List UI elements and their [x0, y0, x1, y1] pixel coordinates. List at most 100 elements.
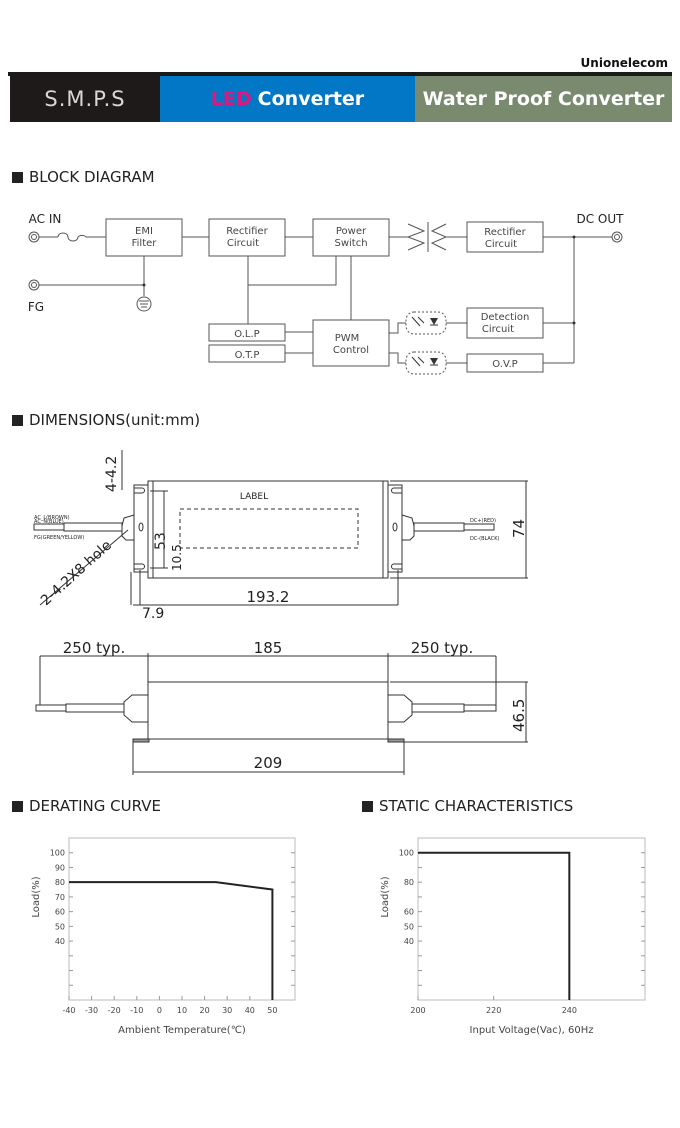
dim-hole-span: 193.2 [247, 588, 290, 606]
x-tick-label: -30 [85, 1006, 98, 1015]
y-tick-label: 40 [55, 937, 65, 946]
tab-water-proof[interactable]: Water Proof Converter [415, 76, 672, 122]
x-tick-label: 40 [245, 1006, 255, 1015]
x-tick-label: 30 [222, 1006, 232, 1015]
tab-smps[interactable]: S.M.P.S [10, 76, 160, 122]
bullet-square-icon [12, 414, 23, 426]
ac-in-terminal-icon [28, 231, 40, 243]
bullet-square-icon [12, 171, 23, 183]
fg-label: FG [28, 300, 44, 314]
brand-name: Unionelecom [580, 56, 668, 70]
dim-inner-height: 53 [153, 532, 169, 550]
y-tick-label: 80 [55, 878, 65, 887]
dim-cable-left: 250 typ. [63, 639, 125, 657]
derating-title-text: DERATING CURVE [29, 797, 161, 815]
plot-frame [417, 837, 646, 1001]
dim-hole: 4-4.2 [104, 456, 120, 492]
detect-label-1: Detection [481, 312, 530, 323]
emi-label-2: Filter [132, 238, 158, 249]
block-diagram-title: BLOCK DIAGRAM [12, 168, 155, 186]
fuse-icon [57, 232, 87, 242]
fg-terminal-icon [28, 279, 40, 291]
derating-title: DERATING CURVE [12, 797, 161, 815]
input-cable [63, 522, 123, 532]
dim-side-height: 46.5 [510, 699, 528, 732]
dimensions-drawing: LABEL AC_L(BROWN) AC_N(BLUE) FG(GREEN/YE… [33, 450, 528, 775]
y-axis-label: Load(%) [380, 876, 391, 917]
x-tick-label: 200 [410, 1006, 425, 1015]
y-axis-label: Load(%) [31, 876, 42, 917]
pwm-control-block [312, 319, 390, 367]
block-diagram: AC IN FG DC OUT EMI Filter Rectifier Cir… [28, 212, 625, 375]
dim-slot: 2-4.2X8 hole [38, 537, 115, 609]
rect1-label-1: Rectifier [226, 226, 268, 237]
power-label-2: Switch [334, 238, 367, 249]
x-tick-label: -40 [62, 1006, 75, 1015]
tab-smps-label: S.M.P.S [44, 87, 126, 111]
y-tick-label: 100 [50, 849, 65, 858]
y-tick-label: 60 [55, 908, 65, 917]
series-line [418, 851, 571, 1000]
block-diagram-title-text: BLOCK DIAGRAM [29, 168, 155, 186]
dim-offset: 10.5 [170, 544, 184, 571]
optocoupler-2-icon [405, 351, 447, 375]
x-tick-label: 50 [267, 1006, 277, 1015]
dim-cable-right: 250 typ. [411, 639, 473, 657]
dimensions-title: DIMENSIONS(unit:mm) [12, 411, 200, 429]
dim-total-length: 209 [254, 754, 283, 772]
wire-ac-l: AC_L(BROWN) [34, 515, 70, 521]
x-axis-label: Ambient Temperature(℃) [118, 1025, 246, 1036]
x-axis-label: Input Voltage(Vac), 60Hz [470, 1025, 594, 1036]
dim-body-length: 185 [254, 639, 283, 657]
pwm-label-2: Control [333, 345, 369, 356]
rect2-label-2: Circuit [485, 239, 517, 250]
pwm-label-1: PWM [335, 333, 360, 344]
y-tick-label: 90 [55, 863, 65, 872]
rect1-label-2: Circuit [227, 238, 259, 249]
label-area [179, 508, 359, 549]
detect-label-2: Circuit [482, 324, 514, 335]
x-tick-label: 10 [177, 1006, 187, 1015]
x-tick-label: 20 [200, 1006, 210, 1015]
y-tick-label: 40 [404, 937, 414, 946]
tab-led-label: Converter [257, 88, 365, 110]
x-tick-label: -20 [108, 1006, 121, 1015]
top-view-body [147, 480, 389, 579]
wire-fg: FG(GREEN/YELLOW) [34, 535, 84, 541]
tab-wp-label: Water Proof Converter [422, 88, 665, 110]
emi-label-1: EMI [135, 226, 153, 237]
dc-out-terminal-icon [611, 231, 623, 243]
dc-out-label: DC OUT [577, 212, 625, 226]
transformer-icon [406, 223, 426, 251]
y-tick-label: 50 [55, 922, 65, 931]
dim-height: 74 [510, 519, 528, 538]
dimensions-title-text: DIMENSIONS(unit:mm) [29, 411, 201, 429]
ovp-label: O.V.P [492, 359, 517, 370]
y-tick-label: 80 [404, 878, 414, 887]
ac-in-label: AC IN [29, 212, 62, 226]
x-tick-label: 240 [562, 1006, 577, 1015]
y-tick-label: 60 [404, 908, 414, 917]
bullet-square-icon [362, 800, 373, 812]
power-label-1: Power [336, 226, 367, 237]
derating-chart: 100 90 80 70 60 50 40 -40 -30 -20 -10 0 10 20 30 40 50 Lo… [31, 837, 296, 1036]
y-tick-label: 70 [55, 893, 65, 902]
wire-dc-plus: DC+(RED) [470, 518, 496, 524]
otp-label: O.T.P [235, 350, 260, 361]
ground-icon [136, 296, 152, 312]
x-tick-label: -10 [130, 1006, 143, 1015]
dim-edge: 7.9 [142, 606, 164, 622]
olp-label: O.L.P [234, 329, 259, 340]
series-line [69, 881, 274, 1000]
y-tick-label: 100 [399, 849, 414, 858]
tab-led-highlight: LED [210, 88, 252, 110]
plot-frame [68, 837, 296, 1001]
x-tick-label: 0 [157, 1006, 162, 1015]
wire-dc-minus: DC-(BLACK) [470, 536, 500, 542]
static-title: STATIC CHARACTERISTICS [362, 797, 573, 815]
output-cable [413, 522, 465, 532]
bullet-square-icon [12, 800, 23, 812]
